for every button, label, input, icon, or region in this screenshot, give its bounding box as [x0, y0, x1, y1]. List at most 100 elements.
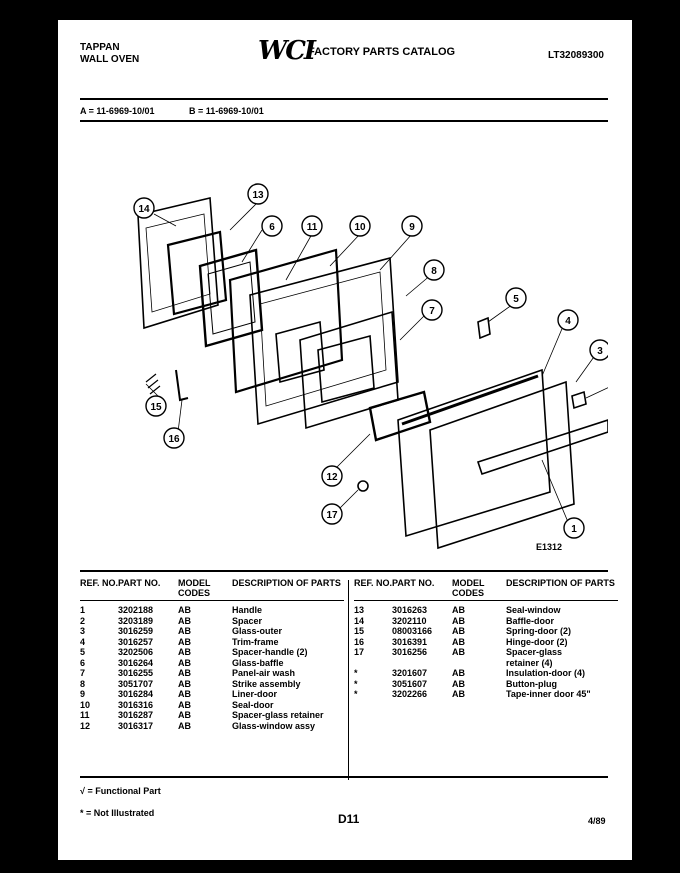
cell-part: 3016316 — [118, 699, 154, 710]
callout-1 — [563, 517, 585, 539]
callout-label-16: 16 — [168, 434, 180, 445]
cell-desc: Handle — [232, 605, 263, 615]
brand-name: TAPPAN — [80, 42, 120, 53]
cell-codes: AB — [178, 605, 191, 615]
cell-part: 3016259 — [118, 626, 154, 636]
callout-16 — [163, 427, 185, 449]
callout-3 — [589, 339, 608, 361]
cell-desc: Baffle-door — [506, 615, 554, 626]
handle-part — [476, 419, 608, 476]
cell-part: 3051607 — [392, 678, 428, 689]
cell-part: 3016317 — [118, 720, 154, 731]
cell-desc: Spacer-glass retainer — [232, 710, 324, 720]
callout-label-8: 8 — [431, 266, 437, 277]
cell-codes: AB — [452, 678, 465, 689]
callout-5 — [505, 287, 527, 309]
hinge-part — [175, 369, 189, 402]
cell-ref: 1 — [80, 605, 86, 615]
callout-label-1: 1 — [571, 524, 577, 535]
cell-codes — [452, 658, 506, 669]
cell-ref: 12 — [80, 720, 91, 731]
ref-header: REF. NO. — [354, 578, 393, 588]
cell-desc: Spacer — [232, 615, 263, 626]
callout-17 — [321, 503, 343, 525]
callout-14 — [133, 197, 155, 219]
callout-label-11: 11 — [307, 222, 318, 233]
outer-glass-part — [429, 380, 575, 550]
table-row: retainer (4) — [354, 658, 618, 669]
cell-ref: 14 — [354, 615, 365, 626]
cell-part: 3202506 — [118, 647, 154, 657]
cell-desc: Insulation-door (4) — [506, 668, 585, 678]
callout-8 — [423, 259, 445, 281]
catalog-page: TAPPAN WALL OVEN WCI FACTORY PARTS CATAL… — [58, 20, 632, 860]
wci-logo: WCI — [258, 36, 316, 66]
cell-codes: AB — [178, 615, 191, 626]
doc-number: LT32089300 — [548, 50, 604, 61]
liner-door-part — [249, 256, 399, 426]
cell-codes: AB — [178, 657, 191, 668]
ref-header: REF. NO. — [80, 578, 119, 588]
callout-13 — [247, 183, 269, 205]
desc-header: DESCRIPTION OF PARTS — [232, 578, 341, 588]
table-header-right: REF. NO. PART NO. MODEL CODES DESCRIPTIO… — [354, 578, 618, 601]
cell-codes: AB — [452, 636, 465, 647]
cell-codes: AB — [178, 678, 191, 689]
cell-desc: Spring-door (2) — [506, 626, 571, 636]
cell-ref: * — [354, 678, 358, 689]
model-a: A = 11-6969-10/01 — [80, 106, 155, 116]
cell-part: 3202188 — [118, 605, 154, 615]
cell-ref: 15 — [354, 626, 365, 636]
cell-part: 3016287 — [118, 710, 154, 720]
callout-4 — [557, 309, 579, 331]
cell-part: 3202266 — [392, 689, 428, 699]
table-header-left: REF. NO. PART NO. MODEL CODES DESCRIPTIO… — [80, 578, 344, 601]
callout-label-6: 6 — [269, 222, 275, 233]
spacer-part — [198, 248, 264, 348]
cell-desc: Spacer-handle (2) — [232, 647, 308, 657]
brand-block: TAPPAN WALL OVEN — [80, 42, 139, 66]
cell-ref: 17 — [354, 647, 365, 657]
cell-ref: 9 — [80, 689, 86, 699]
cell-desc: Button-plug — [506, 678, 557, 689]
exploded-door-diagram: 14 13 6 11 10 9 8 7 5 4 3 2 1 15 16 12 1… — [133, 183, 608, 550]
trim-frame-part — [397, 368, 551, 538]
table-row: 1 3202188 AB Handle — [80, 605, 344, 616]
cell-part: 3201607 — [392, 668, 428, 678]
cell-desc: Panel-air wash — [232, 668, 296, 678]
functional-note: √ = Functional Part — [80, 786, 161, 796]
callout-label-17: 17 — [326, 510, 338, 521]
cell-desc: Seal-door — [232, 699, 274, 710]
cell-desc: Tape-inner door 45" — [506, 689, 591, 699]
cell-ref: 4 — [80, 636, 86, 647]
callout-15 — [145, 395, 167, 417]
callout-label-9: 9 — [409, 222, 415, 233]
cell-codes: AB — [178, 699, 191, 710]
figure-id: E1312 — [536, 542, 563, 552]
cell-ref: 5 — [80, 647, 86, 657]
cell-codes: AB — [452, 689, 465, 699]
callout-11 — [301, 215, 323, 237]
callout-10 — [349, 215, 371, 237]
callout-6 — [261, 215, 283, 237]
callout-12 — [321, 465, 343, 487]
cell-desc: Glass-window assy — [232, 720, 316, 731]
cell-desc: Hinge-door (2) — [506, 636, 568, 647]
spring-part — [145, 373, 161, 395]
callout-label-14: 14 — [138, 204, 150, 215]
cell-part: 3016391 — [392, 636, 428, 647]
desc-header: DESCRIPTION OF PARTS — [506, 578, 615, 588]
cell-codes: AB — [178, 689, 191, 699]
